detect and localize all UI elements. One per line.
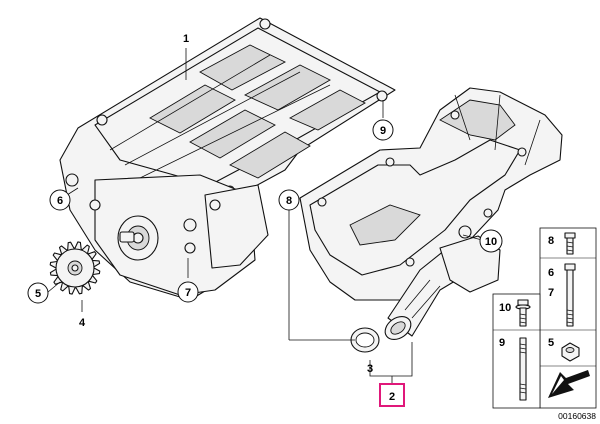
svg-text:5: 5	[35, 288, 41, 300]
svg-text:9: 9	[380, 125, 386, 137]
svg-text:2: 2	[389, 391, 395, 403]
callout-4: 4	[79, 317, 86, 329]
leader-lines	[47, 48, 483, 384]
svg-text:3: 3	[367, 363, 373, 375]
svg-text:5: 5	[548, 337, 554, 349]
callout-8: 8	[278, 189, 300, 211]
svg-text:9: 9	[499, 337, 505, 349]
callout-9: 9	[372, 119, 394, 141]
direction-arrow-icon	[548, 370, 590, 398]
svg-text:10: 10	[485, 236, 497, 248]
callout-10: 10	[479, 229, 503, 253]
callout-7: 7	[177, 281, 199, 303]
callout-2-highlighted[interactable]: 2	[379, 383, 405, 407]
svg-text:1: 1	[183, 33, 189, 45]
svg-text:6: 6	[548, 267, 554, 279]
legend-item-6-7: 6 7	[548, 263, 576, 327]
svg-text:10: 10	[499, 302, 511, 314]
svg-text:7: 7	[185, 287, 191, 299]
legend-item-5: 5	[548, 337, 580, 362]
callout-6: 6	[49, 189, 71, 211]
svg-text:4: 4	[79, 317, 86, 329]
svg-text:7: 7	[548, 287, 554, 299]
callout-1: 1	[183, 33, 189, 45]
svg-text:6: 6	[57, 195, 63, 207]
oil-pump-assembly[interactable]	[59, 17, 396, 301]
callout-3: 3	[367, 363, 373, 375]
fastener-legend: 8 6 7 10 5 9	[492, 227, 597, 409]
oil-sump-frame[interactable]	[299, 87, 563, 301]
legend-item-10: 10	[499, 299, 531, 327]
callout-5: 5	[27, 282, 49, 304]
legend-item-9: 9	[499, 337, 527, 401]
o-ring[interactable]	[350, 327, 380, 353]
svg-text:8: 8	[548, 235, 554, 247]
svg-text:8: 8	[286, 195, 292, 207]
legend-item-8: 8	[548, 232, 576, 255]
drive-sprocket[interactable]	[49, 241, 101, 295]
drawing-number: 00160638	[558, 411, 596, 421]
